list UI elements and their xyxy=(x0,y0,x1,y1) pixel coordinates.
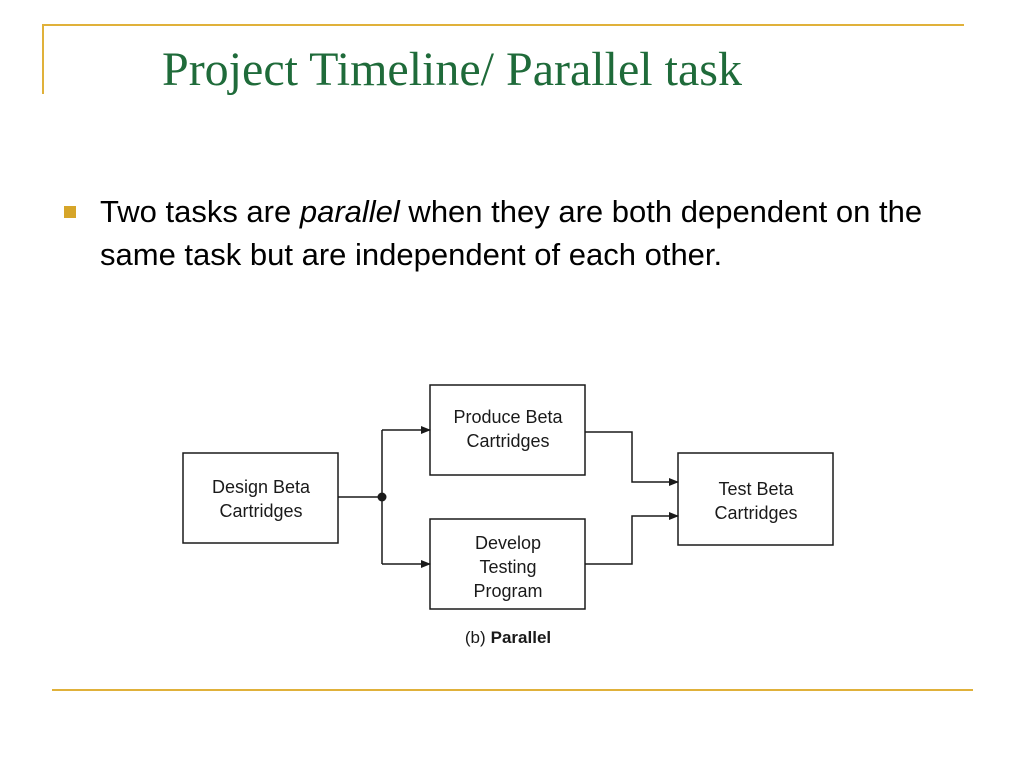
slide-title: Project Timeline/ Parallel task xyxy=(162,43,742,96)
arrow-develop-to-test xyxy=(585,512,679,565)
diagram-caption: (b) Parallel xyxy=(465,628,551,647)
node-design-beta-cartridges xyxy=(182,452,339,544)
frame-top-rule xyxy=(42,24,964,26)
node-design-label-line-1: Design Beta xyxy=(212,477,311,497)
node-produce-label-line-2: Cartridges xyxy=(466,431,549,451)
frame-bottom-rule xyxy=(52,689,973,691)
node-develop-label-line-3: Program xyxy=(473,581,542,601)
bullet-text-after: when they are both dependent on the same… xyxy=(100,194,923,272)
diagram-caption-label: Parallel xyxy=(491,628,552,647)
diagram-caption-prefix: (b) xyxy=(465,628,486,647)
node-produce-beta-cartridges xyxy=(429,384,586,476)
arrow-produce-to-test xyxy=(585,431,679,486)
node-produce-label-line-1: Produce Beta xyxy=(453,407,563,427)
node-test-beta-cartridges xyxy=(677,452,834,546)
bullet-text: Two tasks are parallel when they are bot… xyxy=(100,190,970,276)
frame-left-rule xyxy=(42,24,44,94)
node-design-label-line-2: Cartridges xyxy=(219,501,302,521)
bullet-text-emphasis: parallel xyxy=(299,194,400,229)
bullet-text-before: Two tasks are xyxy=(100,194,300,229)
node-test-label-line-2: Cartridges xyxy=(714,503,797,523)
node-develop-label-line-1: Develop xyxy=(475,533,541,553)
node-develop-testing-program xyxy=(429,518,586,610)
node-develop-label-line-2: Testing xyxy=(479,557,536,577)
node-test-label-line-1: Test Beta xyxy=(718,479,794,499)
square-bullet-icon xyxy=(64,206,76,218)
